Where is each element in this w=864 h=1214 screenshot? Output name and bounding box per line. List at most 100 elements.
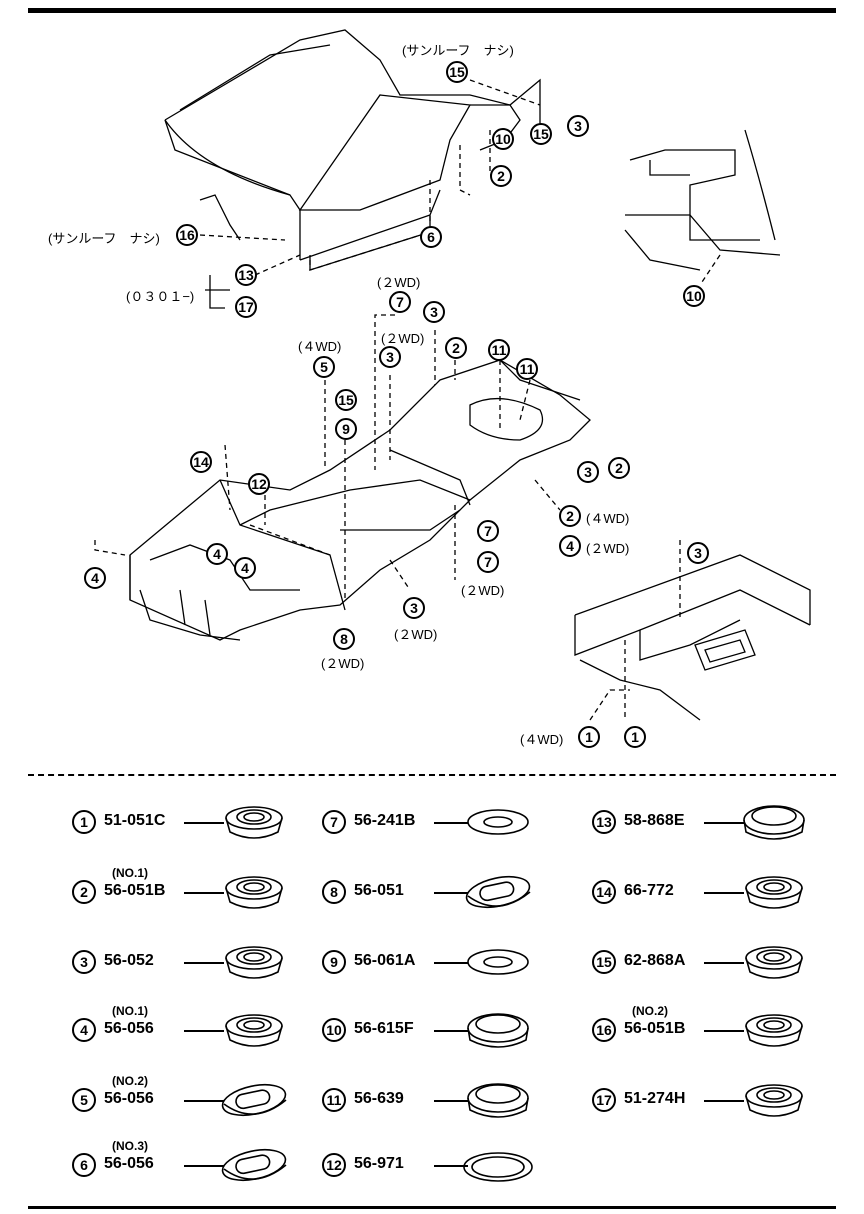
callout-2: 2 — [559, 505, 581, 527]
grommet-part-illustration — [462, 1010, 534, 1061]
grommet-part-illustration — [738, 1080, 810, 1131]
grommet-part-illustration — [218, 802, 290, 853]
callout-16: 16 — [176, 224, 198, 246]
grommet-part-illustration — [462, 872, 534, 923]
legend-item: 10 56-615F — [322, 1008, 552, 1048]
legend-part-number: 56-051B — [624, 1020, 686, 1037]
legend-item: 7 56-241B — [322, 800, 552, 840]
callout-2: 2 — [608, 457, 630, 479]
grommet-part-illustration — [218, 1010, 290, 1061]
callout-4: 4 — [234, 557, 256, 579]
floor-frame — [129, 359, 591, 641]
callout-3: 3 — [403, 597, 425, 619]
legend-part-number: 56-615F — [354, 1020, 414, 1037]
legend-leader-line — [434, 1100, 468, 1102]
tag-2wd: (２WD) — [461, 583, 505, 598]
legend-leader-line — [184, 1030, 224, 1032]
subframe-inset — [574, 554, 811, 721]
upper-body-shell — [164, 29, 541, 271]
legend-number: 16 — [592, 1018, 616, 1042]
legend-item: 3 56-052 — [72, 940, 302, 980]
legend-part-number: 56-056 — [104, 1090, 154, 1107]
legend-number: 1 — [72, 810, 96, 834]
legend-leader-line — [704, 962, 744, 964]
legend-number: 5 — [72, 1088, 96, 1112]
pillar-inset — [624, 129, 781, 271]
top-border — [28, 8, 836, 13]
legend-part-number: 56-056 — [104, 1020, 154, 1037]
legend-number: 7 — [322, 810, 346, 834]
legend-item: 2 (NO.1) 56-051B — [72, 866, 302, 910]
legend-part-number: 56-052 — [104, 952, 154, 969]
callout-3: 3 — [687, 542, 709, 564]
legend-leader-line — [434, 1030, 468, 1032]
legend-number: 14 — [592, 880, 616, 904]
tag-4wd: (４WD) — [586, 511, 630, 526]
legend-part-number: 56-051 — [354, 882, 404, 899]
callout-10: 10 — [683, 285, 705, 307]
callout-4: 4 — [84, 567, 106, 589]
legend-number: 3 — [72, 950, 96, 974]
legend-part-number: 56-639 — [354, 1090, 404, 1107]
grommet-part-illustration — [462, 942, 534, 993]
legend-number: 15 — [592, 950, 616, 974]
grommet-part-illustration — [462, 1080, 534, 1131]
legend-leader-line — [704, 1030, 744, 1032]
grommet-part-illustration — [462, 1145, 534, 1196]
legend-item: 4(NO.1)56-056 — [72, 1004, 302, 1048]
callout-2: 2 — [445, 337, 467, 359]
legend-part-number: 62-868A — [624, 952, 686, 969]
callout-4: 4 — [559, 535, 581, 557]
legend-part-number: 66-772 — [624, 882, 674, 899]
callout-15: 15 — [446, 61, 468, 83]
callout-11: 11 — [488, 339, 510, 361]
legend-number: 8 — [322, 880, 346, 904]
legend-number: 17 — [592, 1088, 616, 1112]
leader-lines — [94, 79, 721, 721]
legend-leader-line — [184, 822, 224, 824]
legend-variant-note: (NO.2) — [632, 1004, 668, 1018]
legend-item: 6(NO.3)56-056 — [72, 1139, 302, 1183]
legend-variant-note: (NO.3) — [112, 1139, 148, 1153]
legend-number: 11 — [322, 1088, 346, 1112]
legend-variant-note: (NO.1) — [112, 866, 148, 880]
legend-variant-note: (NO.1) — [112, 1004, 148, 1018]
legend-leader-line — [434, 1165, 468, 1167]
callout-7: 7 — [477, 520, 499, 542]
callout-3: 3 — [577, 461, 599, 483]
callout-1: 1 — [578, 726, 600, 748]
legend-number: 2 — [72, 880, 96, 904]
legend-leader-line — [434, 822, 468, 824]
legend-part-number: 56-061A — [354, 952, 416, 969]
grommet-part-illustration — [738, 1010, 810, 1061]
legend-leader-line — [184, 962, 224, 964]
callout-7: 7 — [477, 551, 499, 573]
tag-2wd: (２WD) — [377, 275, 421, 290]
callout-7: 7 — [389, 291, 411, 313]
callout-15: 15 — [530, 123, 552, 145]
grommet-part-illustration — [218, 872, 290, 923]
section-divider — [28, 774, 836, 776]
legend-number: 6 — [72, 1153, 96, 1177]
legend-part-number: 56-971 — [354, 1155, 404, 1172]
legend-part-number: 56-241B — [354, 812, 416, 829]
grommet-part-illustration — [738, 942, 810, 993]
legend-item: 11 56-639 — [322, 1078, 552, 1118]
sunroof-note-top: (サンルーフ ナシ) — [402, 43, 514, 58]
callout-3: 3 — [567, 115, 589, 137]
callout-9: 9 — [335, 418, 357, 440]
legend-leader-line — [184, 1165, 224, 1167]
callout-8: 8 — [333, 628, 355, 650]
callout-12: 12 — [248, 473, 270, 495]
callout-11: 11 — [516, 358, 538, 380]
tag-4wd: (４WD) — [520, 732, 564, 747]
tag-2wd: (２WD) — [381, 331, 425, 346]
grommet-part-illustration — [218, 942, 290, 993]
legend-number: 13 — [592, 810, 616, 834]
legend-part-number: 56-051B — [104, 882, 166, 899]
legend-number: 10 — [322, 1018, 346, 1042]
